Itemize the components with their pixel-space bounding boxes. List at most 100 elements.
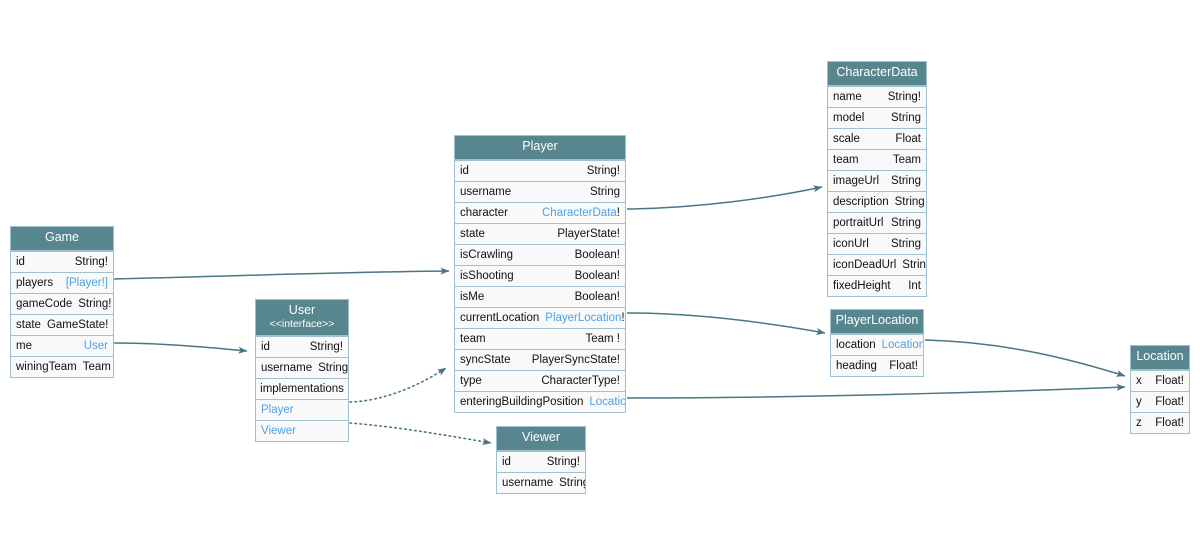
field-row[interactable]: players[Player!] xyxy=(11,271,113,293)
entity-header-viewer: Viewer xyxy=(497,427,585,451)
field-type: String xyxy=(559,476,585,489)
field-type: String! xyxy=(78,297,112,310)
field-name: name xyxy=(833,90,862,103)
field-name: Player xyxy=(261,404,294,417)
field-type: Team xyxy=(82,360,111,373)
field-name: winingTeam xyxy=(16,360,77,373)
field-type: [Player!] xyxy=(65,276,108,289)
field-type: Location! xyxy=(881,338,923,351)
edge-player-currentlocation-to-playerlocation xyxy=(626,312,826,335)
field-row[interactable]: iconDeadUrlString xyxy=(828,253,926,275)
field-name: description xyxy=(833,195,889,208)
field-type: Float! xyxy=(1155,416,1184,429)
edge-playerlocation-location-to-location xyxy=(924,339,1126,377)
field-name: team xyxy=(833,153,859,166)
field-name: type xyxy=(460,374,482,387)
entity-playerlocation[interactable]: PlayerLocationlocationLocation!headingFl… xyxy=(830,309,924,377)
field-name: implementations xyxy=(260,383,344,396)
entity-title: Player xyxy=(522,139,558,153)
field-type: Team xyxy=(892,153,921,166)
field-row[interactable]: type CharacterType! xyxy=(455,369,625,391)
field-name: x xyxy=(1136,374,1142,387)
field-type: PlayerLocation! xyxy=(545,311,625,324)
entity-header-player: Player xyxy=(455,136,625,160)
field-type: Float xyxy=(895,132,921,145)
field-row[interactable]: enteringBuildingPosition Location xyxy=(455,390,625,412)
entity-title: Game xyxy=(44,230,80,244)
field-name: state xyxy=(460,227,485,240)
field-name: enteringBuildingPosition xyxy=(460,395,584,408)
field-row[interactable]: Viewer xyxy=(256,420,348,442)
field-type: CharacterData! xyxy=(542,206,620,219)
field-type: Boolean! xyxy=(574,290,620,303)
field-type: String xyxy=(318,362,348,375)
field-type: Location xyxy=(589,395,625,408)
field-type: String xyxy=(890,174,921,187)
field-row[interactable]: implementations xyxy=(256,378,348,400)
field-type: Int xyxy=(908,279,921,292)
field-type: CharacterType! xyxy=(541,374,620,387)
entity-title: User xyxy=(288,303,316,317)
field-type: PlayerState! xyxy=(557,227,620,240)
edge-game-players-to-player xyxy=(113,267,450,280)
field-row[interactable]: state PlayerState! xyxy=(455,222,625,244)
non-null-marker: ! xyxy=(621,311,625,324)
field-type: PlayerSyncState! xyxy=(531,353,620,366)
edge-user-player-implementation xyxy=(349,367,447,403)
field-type: Float! xyxy=(1155,395,1184,408)
field-row[interactable]: Player xyxy=(256,399,348,421)
entity-header-playerlocation: PlayerLocation xyxy=(831,310,923,334)
non-null-marker: ! xyxy=(616,206,620,219)
field-row[interactable]: imageUrl String xyxy=(828,169,926,191)
field-name: me xyxy=(16,339,32,352)
field-row[interactable]: winingTeam Team xyxy=(11,355,113,377)
field-type: String xyxy=(890,237,921,250)
entity-title: CharacterData xyxy=(836,65,918,79)
field-type: Float! xyxy=(889,359,918,372)
field-type: String xyxy=(894,195,925,208)
field-row[interactable]: description String xyxy=(828,190,926,212)
field-name: imageUrl xyxy=(833,174,880,187)
entity-title: Viewer xyxy=(522,430,560,444)
field-name: id xyxy=(16,255,25,268)
field-row[interactable]: team Team xyxy=(828,148,926,170)
field-name: id xyxy=(460,164,469,177)
field-type: String xyxy=(890,216,921,229)
field-name: isShooting xyxy=(460,269,514,282)
